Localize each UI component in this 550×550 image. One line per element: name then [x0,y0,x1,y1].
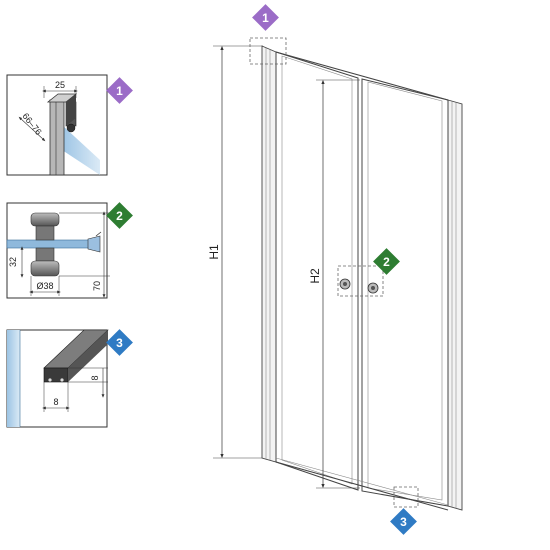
detail-2-diameter-label: Ø38 [36,281,53,291]
detail-1-glass [62,125,100,175]
detail-2-knob-bottom [30,260,60,277]
detail-2-panel: 32 Ø38 70 2 [6,202,133,299]
callout-badge-1: 1 [252,4,279,31]
detail-3-badge: 3 [106,329,133,356]
detail-2-badge: 2 [106,202,133,229]
h1-label: H1 [207,244,221,260]
detail-1-profile [49,99,65,176]
detail-1-width-label: 25 [55,80,65,90]
callout-box-3 [393,486,419,508]
left-door-panel [275,51,359,491]
callout-badge-3-number: 3 [400,515,407,529]
detail-1-badge: 1 [106,77,133,104]
detail-3-height-label: 8 [90,375,100,380]
callout-badge-1-number: 1 [262,11,269,25]
right-door-panel [361,78,449,507]
detail-2-glass [6,239,93,249]
detail-3-width-label: 8 [53,397,58,407]
detail-1-badge-number: 1 [116,84,123,98]
h2-label: H2 [308,268,322,284]
detail-3-glass [7,330,20,427]
detail-3-seal-front [43,367,69,383]
detail-2-depth-label: 70 [92,281,102,291]
detail-2-height-label: 32 [8,257,18,267]
detail-2-badge-number: 2 [116,209,123,223]
door-drawing: H1 H2 [207,4,463,535]
right-wall-profile [447,99,463,511]
left-wall-profile [261,45,277,463]
detail-3-panel: 8 8 3 [6,329,133,428]
detail-3-badge-number: 3 [116,336,123,350]
detail-1-panel: 25 66–76 1 [6,74,133,176]
callout-badge-3: 3 [390,508,417,535]
callout-badge-2-number: 2 [383,255,390,269]
detail-2-knob-top [30,212,60,227]
callout-box-1 [249,37,287,65]
callout-box-2 [337,265,384,297]
